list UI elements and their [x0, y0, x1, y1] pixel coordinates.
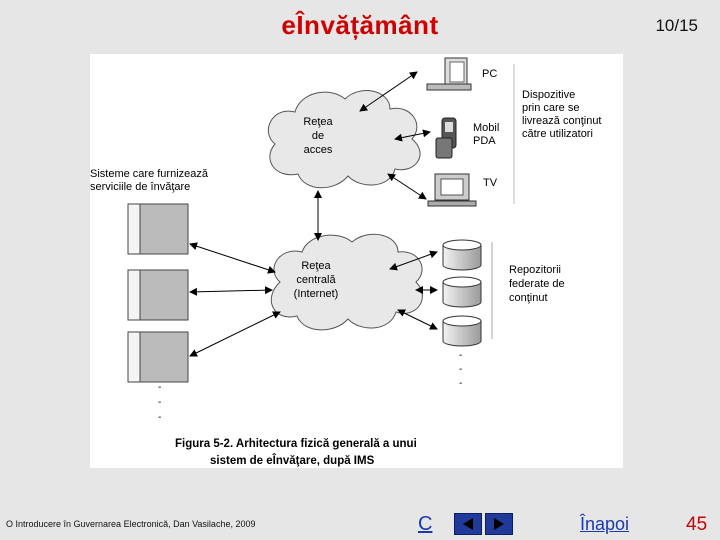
svg-text:-: - — [158, 412, 161, 423]
mobile-arrow — [394, 129, 431, 142]
server-icon — [127, 331, 189, 383]
svg-text:-: - — [158, 382, 161, 393]
footer-credit: O Introducere în Guvernarea Electronică,… — [6, 519, 256, 529]
svg-text:-: - — [459, 364, 462, 375]
svg-text:sistem de eÎnvăţare, după IMS: sistem de eÎnvăţare, după IMS — [210, 454, 375, 467]
repo-arrow — [397, 309, 438, 330]
svg-text:Dispozitive: Dispozitive — [522, 89, 575, 101]
pc-icon — [426, 57, 472, 91]
svg-text:Figura 5-2. Arhitectura fizică: Figura 5-2. Arhitectura fizică generală … — [175, 438, 417, 450]
svg-text:PDA: PDA — [473, 135, 496, 147]
arrow-right-icon — [494, 518, 504, 530]
access-network-cloud: Reţea de acces — [267, 90, 421, 189]
server-arrow — [189, 311, 281, 357]
svg-text:Sisteme care furnizează: Sisteme care furnizează — [90, 168, 209, 180]
server-arrow — [189, 242, 276, 274]
footer-c-link[interactable]: C — [418, 513, 433, 535]
svg-text:Reţea: Reţea — [303, 116, 333, 128]
svg-text:-: - — [459, 378, 462, 389]
next-slide-button[interactable] — [485, 513, 513, 535]
svg-text:Repozitorii: Repozitorii — [509, 264, 561, 276]
server-arrow — [189, 286, 273, 296]
server-icon — [127, 203, 189, 255]
slide-title: eÎnvățământ — [281, 10, 439, 40]
svg-text:-: - — [459, 350, 462, 361]
svg-text:serviciile de învăţare: serviciile de învăţare — [90, 181, 190, 193]
tv-label: TV — [483, 177, 498, 189]
architecture-figure: Reţea de acces Reţea centrală (Internet)… — [90, 54, 623, 468]
database-icon — [442, 276, 482, 308]
svg-text:federate de: federate de — [509, 278, 565, 290]
slide-counter: 10/15 — [655, 16, 698, 35]
repositories-description: Repozitorii federate de conţinut — [509, 264, 565, 304]
architecture-diagram: Reţea de acces Reţea centrală (Internet)… — [90, 57, 602, 467]
previous-slide-button[interactable] — [454, 513, 482, 535]
repo-arrow — [389, 250, 438, 271]
svg-text:prin care se: prin care se — [522, 102, 579, 114]
tv-arrow — [387, 173, 427, 200]
arrow-left-icon — [463, 518, 473, 530]
devices-description: Dispozitive prin care se livrează conţin… — [522, 89, 602, 140]
database-icon — [442, 239, 482, 271]
svg-text:către utilizatori: către utilizatori — [522, 128, 593, 140]
svg-text:Mobil: Mobil — [473, 122, 499, 134]
svg-text:livrează conţinut: livrează conţinut — [522, 115, 602, 127]
svg-text:-: - — [158, 397, 161, 408]
svg-text:acces: acces — [304, 144, 333, 156]
pc-label: PC — [482, 68, 497, 80]
pc-arrow — [359, 71, 418, 112]
systems-description: Sisteme care furnizează serviciile de în… — [90, 168, 209, 193]
tv-icon — [427, 173, 477, 207]
back-link[interactable]: Înapoi — [580, 514, 630, 534]
figure-caption: Figura 5-2. Arhitectura fizică generală … — [175, 438, 417, 467]
svg-text:(Internet): (Internet) — [294, 288, 339, 300]
svg-text:centrală: centrală — [296, 274, 336, 286]
svg-text:conţinut: conţinut — [509, 292, 548, 304]
page-number: 45 — [686, 514, 708, 535]
server-icon — [127, 269, 189, 321]
svg-text:de: de — [312, 130, 324, 142]
svg-text:Reţea: Reţea — [301, 260, 331, 272]
database-icon — [442, 315, 482, 347]
mobile-icon — [435, 117, 457, 159]
central-network-cloud: Reţea centrală (Internet) — [270, 233, 423, 331]
